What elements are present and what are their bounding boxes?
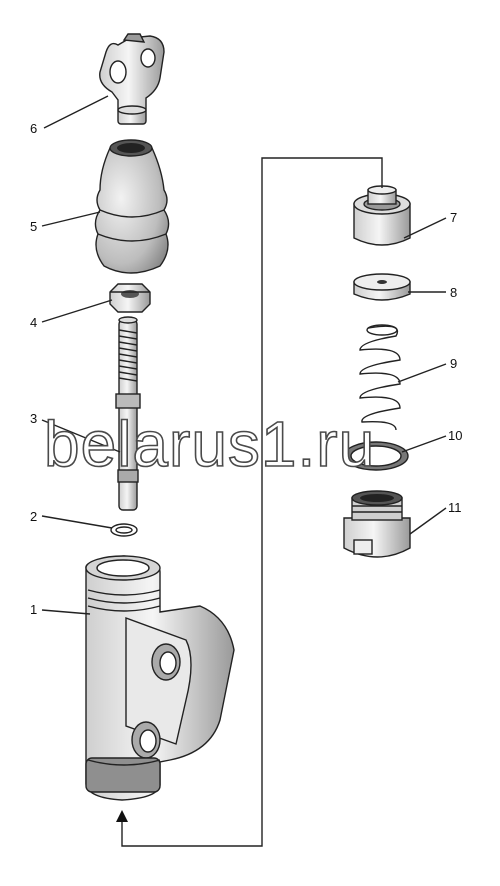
- part-6-clevis: [99, 33, 165, 125]
- callout-10: 10: [448, 428, 462, 443]
- watermark-text: belarus1.ru: [44, 408, 375, 480]
- callout-8: 8: [450, 285, 457, 300]
- assembly-arrow-icon: [116, 810, 128, 822]
- callout-1: 1: [30, 602, 37, 617]
- callout-3: 3: [30, 411, 37, 426]
- callout-5: 5: [30, 219, 37, 234]
- callout-11: 11: [448, 500, 462, 515]
- part-2-o-ring: [110, 523, 138, 537]
- part-7-bushing: [353, 185, 411, 246]
- callout-6: 6: [30, 121, 37, 136]
- assembly-path-line: [116, 157, 383, 847]
- part-11-threaded-nut: [343, 490, 411, 558]
- callout-7: 7: [450, 210, 457, 225]
- callout-4: 4: [30, 315, 37, 330]
- part-10-seal-ring: [343, 441, 409, 471]
- part-1-cylinder-body: [85, 555, 235, 801]
- part-3-push-rod: [115, 316, 141, 511]
- part-9-spring: [359, 324, 401, 431]
- leader-lines: [41, 95, 447, 615]
- callout-9: 9: [450, 356, 457, 371]
- part-8-washer: [353, 273, 411, 301]
- callout-2: 2: [30, 509, 37, 524]
- rod-threads: [118, 329, 138, 382]
- part-5-bellows-boot: [94, 139, 170, 274]
- part-4-hex-nut: [109, 283, 151, 313]
- callout-labels: 6 5 4 3 2 1 7 8 9 10 11: [30, 121, 462, 617]
